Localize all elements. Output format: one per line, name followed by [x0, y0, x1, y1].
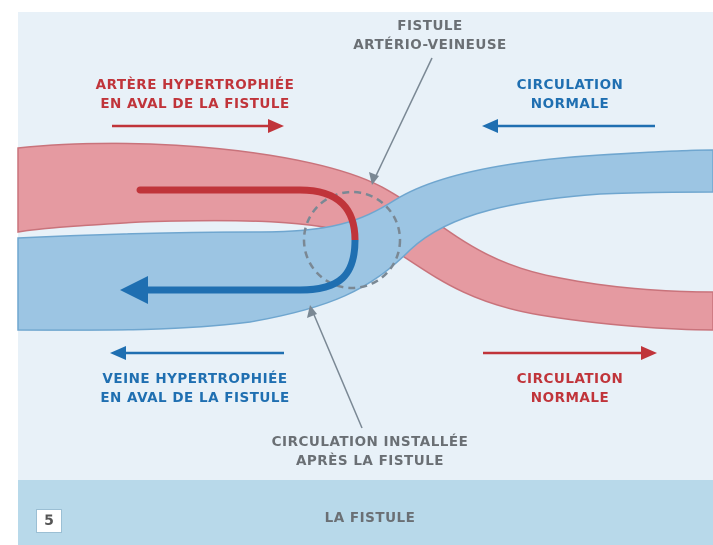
fistula-label-line2: ARTÉRIO-VEINEUSE: [330, 36, 530, 55]
vein-label-line2: EN AVAL DE LA FISTULE: [60, 389, 330, 408]
artery-label-line2: EN AVAL DE LA FISTULE: [60, 95, 330, 114]
vein-label-line1: VEINE HYPERTROPHIÉE: [60, 370, 330, 389]
circ-bottom-line2: NORMALE: [480, 389, 660, 408]
vein-hypertrophied-label: VEINE HYPERTROPHIÉE EN AVAL DE LA FISTUL…: [60, 370, 330, 408]
circ-top-line1: CIRCULATION: [480, 76, 660, 95]
installed-label-line2: APRÈS LA FISTULE: [230, 452, 510, 471]
artery-label-line1: ARTÈRE HYPERTROPHIÉE: [60, 76, 330, 95]
circulation-normal-bottom-label: CIRCULATION NORMALE: [480, 370, 660, 408]
footer-title: LA FISTULE: [240, 510, 500, 526]
artery-hypertrophied-label: ARTÈRE HYPERTROPHIÉE EN AVAL DE LA FISTU…: [60, 76, 330, 114]
circ-top-line2: NORMALE: [480, 95, 660, 114]
fistula-label: FISTULE ARTÉRIO-VEINEUSE: [330, 17, 530, 55]
page-number: 5: [36, 509, 62, 533]
circ-bottom-line1: CIRCULATION: [480, 370, 660, 389]
installed-circulation-label: CIRCULATION INSTALLÉE APRÈS LA FISTULE: [230, 433, 510, 471]
circulation-normal-top-label: CIRCULATION NORMALE: [480, 76, 660, 114]
fistula-label-line1: FISTULE: [330, 17, 530, 36]
installed-label-line1: CIRCULATION INSTALLÉE: [230, 433, 510, 452]
